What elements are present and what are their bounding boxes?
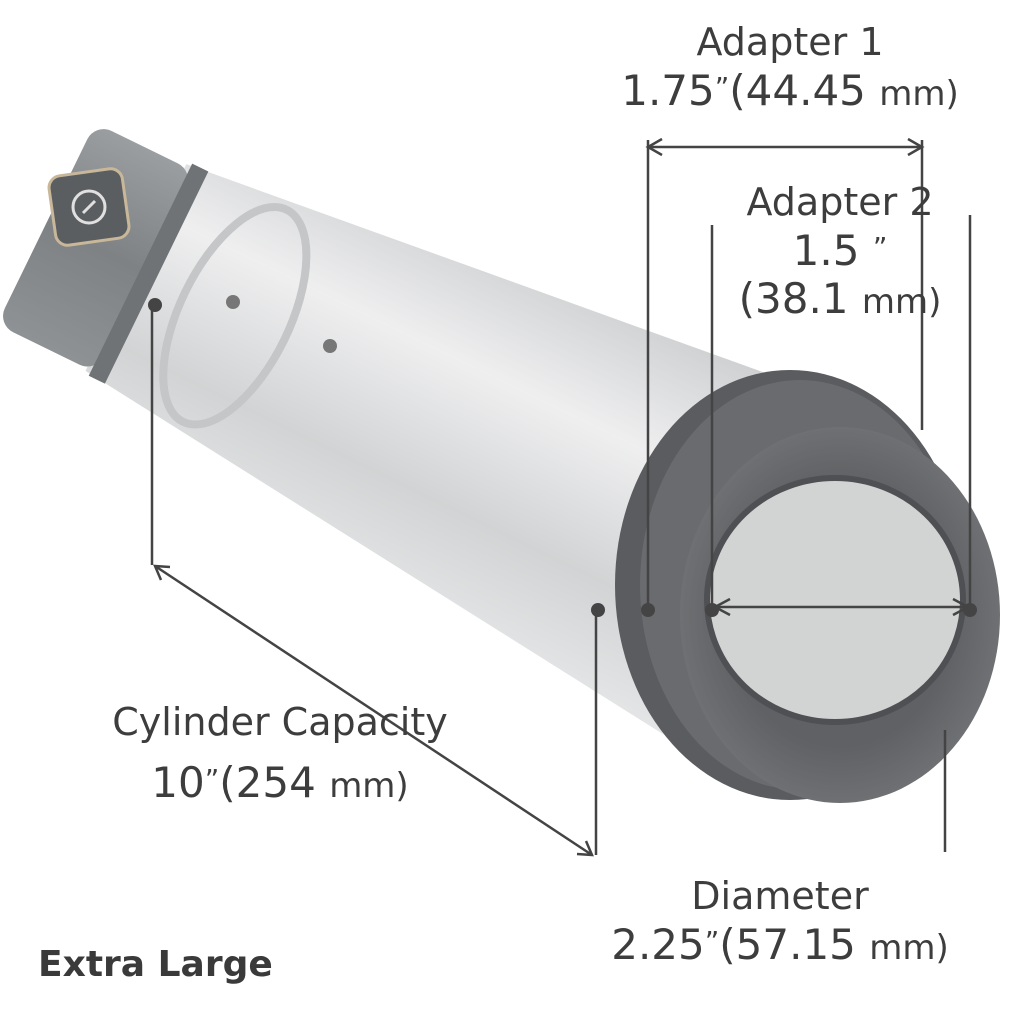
diameter-label: Diameter 2.25”(57.15 mm)	[590, 874, 970, 972]
size-edition-label: Extra Large	[38, 944, 273, 985]
unit: mm)	[869, 928, 949, 968]
diameter-value: 2.25”(57.15 mm)	[590, 918, 970, 972]
adapter1-label: Adapter 1 1.75”(44.45 mm)	[600, 20, 980, 118]
diameter-title: Diameter	[691, 874, 869, 918]
adapter2-mm-line: (38.1 mm)	[720, 275, 960, 326]
adapter1-title: Adapter 1	[696, 20, 884, 64]
adapter1-value: 1.75”(44.45 mm)	[600, 64, 980, 118]
end-rings	[615, 370, 1000, 803]
inch-mark: ”	[714, 71, 730, 104]
adapter2-title: Adapter 2	[746, 180, 934, 224]
adapter2-mm: (38.1	[738, 274, 849, 323]
inch-mark: ”	[204, 763, 220, 796]
unit: mm)	[879, 74, 959, 114]
diameter-inches: 2.25	[611, 920, 705, 969]
adapter2-label: Adapter 2 1.5 ” (38.1 mm)	[720, 180, 960, 326]
adapter1-inches: 1.75	[621, 66, 715, 115]
cylinder-mm: (254	[219, 758, 316, 807]
cylinder-value: 10”(254 mm)	[80, 756, 480, 810]
cylinder-label: Cylinder Capacity 10”(254 mm)	[80, 700, 480, 810]
inch-mark: ”	[704, 925, 720, 958]
adapter1-mm: (44.45	[729, 66, 866, 115]
motor-housing	[3, 129, 188, 367]
dimension-dots	[148, 298, 977, 617]
unit: mm)	[861, 282, 942, 322]
unit: mm)	[329, 766, 409, 806]
adapter2-inches: 1.5	[792, 226, 860, 275]
inch-mark: ”	[872, 231, 888, 264]
dimension-lines	[150, 137, 972, 857]
power-button-icon	[47, 167, 131, 247]
diameter-mm: (57.15	[719, 920, 856, 969]
cylinder-title: Cylinder Capacity	[112, 700, 448, 744]
adapter2-inches-line: 1.5 ”	[720, 224, 960, 275]
cylinder-inches: 10	[151, 758, 205, 807]
